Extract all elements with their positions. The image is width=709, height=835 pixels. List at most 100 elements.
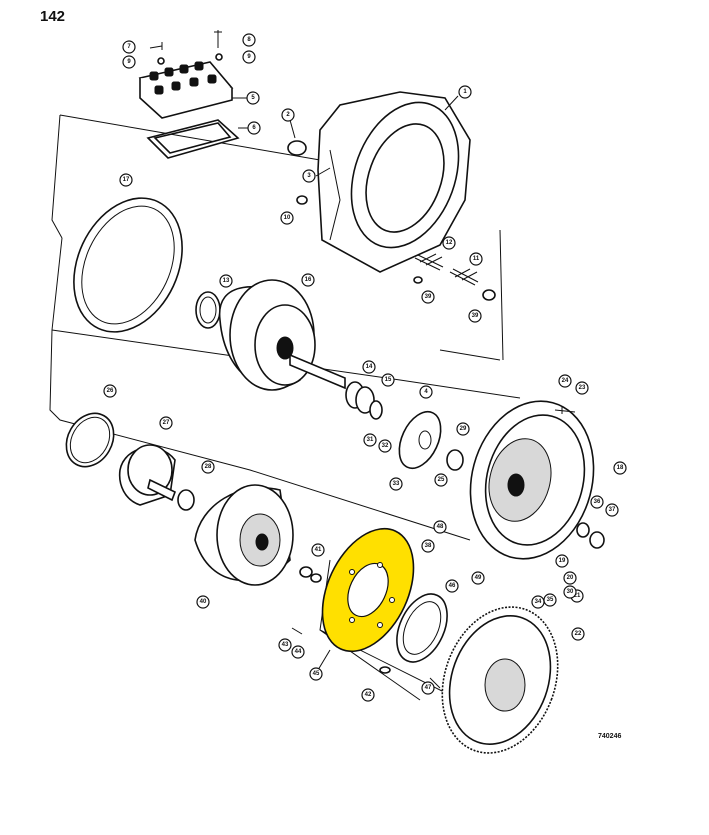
svg-text:17: 17 bbox=[123, 177, 130, 183]
callout-29: 29 bbox=[456, 422, 470, 436]
svg-text:24: 24 bbox=[562, 378, 569, 384]
callout-38: 38 bbox=[421, 539, 435, 553]
callout-23: 23 bbox=[575, 381, 589, 395]
spring-11 bbox=[449, 268, 479, 286]
callout-41: 41 bbox=[311, 543, 325, 557]
callout-33: 33 bbox=[389, 477, 403, 491]
flywheel bbox=[441, 606, 559, 754]
svg-text:2: 2 bbox=[286, 112, 290, 118]
svg-text:18: 18 bbox=[617, 465, 624, 471]
svg-text:29: 29 bbox=[460, 426, 467, 432]
washer-42 bbox=[379, 666, 391, 674]
seal-2 bbox=[287, 140, 307, 156]
pump-27 bbox=[118, 444, 177, 506]
torque-converter bbox=[218, 279, 346, 391]
svg-text:39: 39 bbox=[425, 294, 432, 300]
bolt-23 bbox=[554, 406, 576, 414]
callout-37: 37 bbox=[605, 503, 619, 517]
group-outline-lower bbox=[49, 329, 521, 541]
svg-text:45: 45 bbox=[313, 671, 320, 677]
svg-text:10: 10 bbox=[284, 215, 291, 221]
callout-47: 47 bbox=[421, 681, 435, 695]
svg-text:39: 39 bbox=[472, 313, 479, 319]
callout-42: 42 bbox=[361, 688, 375, 702]
bolt-8 bbox=[214, 30, 222, 48]
callout-10: 10 bbox=[280, 211, 294, 225]
callout-12: 12 bbox=[442, 236, 456, 250]
callout-1: 1 bbox=[444, 85, 472, 111]
svg-text:21: 21 bbox=[574, 593, 581, 599]
svg-text:13: 13 bbox=[223, 278, 230, 284]
callout-11: 11 bbox=[469, 252, 483, 266]
ring-15 bbox=[369, 400, 383, 420]
svg-text:9: 9 bbox=[247, 54, 251, 60]
plate-33-hole bbox=[418, 430, 432, 450]
drive-plate-highlighted bbox=[321, 527, 415, 653]
svg-text:14: 14 bbox=[366, 364, 373, 370]
svg-text:19: 19 bbox=[559, 558, 566, 564]
converter-housing bbox=[469, 400, 595, 560]
svg-text:38: 38 bbox=[425, 543, 432, 549]
callout-2: 2 bbox=[281, 108, 296, 139]
plug-11 bbox=[482, 289, 496, 301]
page-number: 142 bbox=[40, 8, 66, 25]
bolt-43 bbox=[291, 627, 303, 635]
callout-46: 46 bbox=[445, 579, 459, 593]
svg-text:36: 36 bbox=[594, 499, 601, 505]
svg-text:34: 34 bbox=[535, 599, 542, 605]
svg-text:49: 49 bbox=[475, 575, 482, 581]
callout-36: 36 bbox=[590, 495, 604, 509]
callout-22: 22 bbox=[571, 627, 585, 641]
washer-9b bbox=[215, 53, 223, 61]
callout-49: 49 bbox=[471, 571, 485, 585]
callout-3: 3 bbox=[302, 167, 331, 183]
svg-text:47: 47 bbox=[425, 685, 432, 691]
callout-34: 34 bbox=[531, 595, 545, 609]
transmission-housing bbox=[317, 91, 471, 273]
callout-24: 24 bbox=[558, 374, 572, 388]
callout-4: 4 bbox=[419, 385, 433, 399]
svg-text:9: 9 bbox=[127, 59, 131, 65]
seal-28 bbox=[177, 489, 195, 511]
valve-body bbox=[138, 61, 234, 119]
bolt-47 bbox=[429, 677, 441, 689]
svg-text:4: 4 bbox=[424, 389, 428, 395]
callout-25: 25 bbox=[434, 473, 448, 487]
callout-26: 26 bbox=[103, 384, 117, 398]
bolt-7 bbox=[149, 42, 163, 50]
callout-7: 7 bbox=[122, 40, 136, 54]
svg-text:44: 44 bbox=[295, 649, 302, 655]
svg-text:6: 6 bbox=[252, 125, 256, 131]
callout-14: 14 bbox=[362, 360, 376, 374]
callout-16: 16 bbox=[301, 273, 315, 287]
callout-20: 20 bbox=[563, 571, 577, 585]
callout-39: 39 bbox=[421, 290, 435, 304]
svg-text:33: 33 bbox=[393, 481, 400, 487]
washer-9 bbox=[157, 57, 165, 65]
callout-15: 15 bbox=[381, 373, 395, 387]
callout-39b: 39 bbox=[468, 309, 482, 323]
svg-text:15: 15 bbox=[385, 377, 392, 383]
callout-32: 32 bbox=[378, 439, 392, 453]
callout-45: 45 bbox=[309, 649, 331, 681]
callout-8: 8 bbox=[242, 33, 256, 47]
washer-41 bbox=[299, 566, 313, 578]
callout-27: 27 bbox=[159, 416, 173, 430]
callout-30: 30 bbox=[563, 585, 577, 599]
ring-37 bbox=[589, 531, 605, 549]
plug-10 bbox=[296, 195, 308, 205]
svg-text:27: 27 bbox=[163, 420, 170, 426]
svg-text:43: 43 bbox=[282, 642, 289, 648]
callout-19: 19 bbox=[555, 554, 569, 568]
bearing-35 bbox=[446, 449, 464, 471]
svg-text:35: 35 bbox=[547, 597, 554, 603]
svg-text:20: 20 bbox=[567, 575, 574, 581]
svg-text:1: 1 bbox=[463, 89, 467, 95]
callout-48: 48 bbox=[433, 520, 447, 534]
converter-assembly-40 bbox=[194, 484, 294, 586]
valve-gasket bbox=[146, 119, 240, 159]
svg-text:41: 41 bbox=[315, 547, 322, 553]
svg-text:23: 23 bbox=[579, 385, 586, 391]
callout-13: 13 bbox=[219, 274, 233, 288]
